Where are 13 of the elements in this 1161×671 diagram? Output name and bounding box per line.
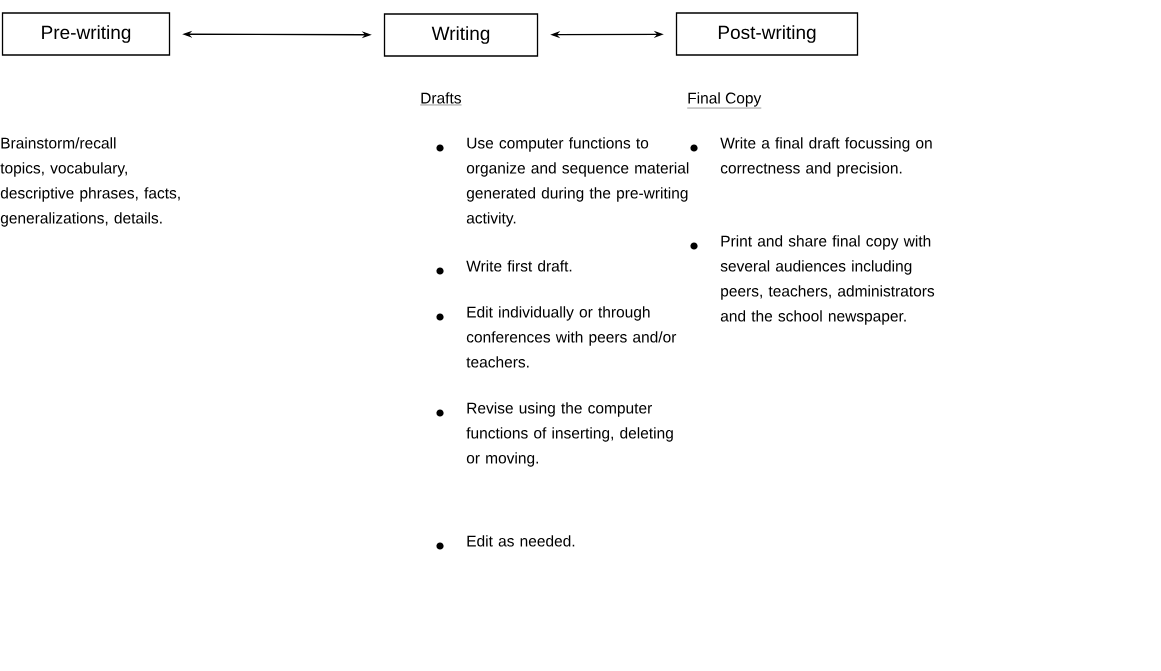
bullet-text: Print and share final copy with several audiences including peers, teachers, administrators and the school newspaper.	[720, 235, 935, 325]
stage-box: Post-writing	[675, 12, 859, 56]
bullet-text: Use computer functions to organize and sequence material generated during the pre-writing activity.	[466, 137, 689, 227]
bullet-text: Revise using the computer functions of inserting, deleting or moving.	[466, 402, 673, 467]
bullet-text: Edit individually or through conferences with peers and/or teachers.	[466, 306, 677, 368]
column-heading: Drafts	[420, 92, 462, 106]
bullet-text: Write first draft.	[466, 260, 572, 272]
stage-box: Writing	[383, 13, 539, 57]
bullet-text: Write a final draft focussing on correctness and precision.	[720, 137, 932, 177]
column-heading: Final Copy	[687, 92, 762, 109]
stage-box: Pre-writing	[1, 12, 171, 56]
body-text: Brainstorm/recall topics, vocabulary, descriptive phrases, facts, generalizations, details.	[0, 137, 180, 227]
bullet-text: Edit as needed.	[467, 535, 575, 547]
